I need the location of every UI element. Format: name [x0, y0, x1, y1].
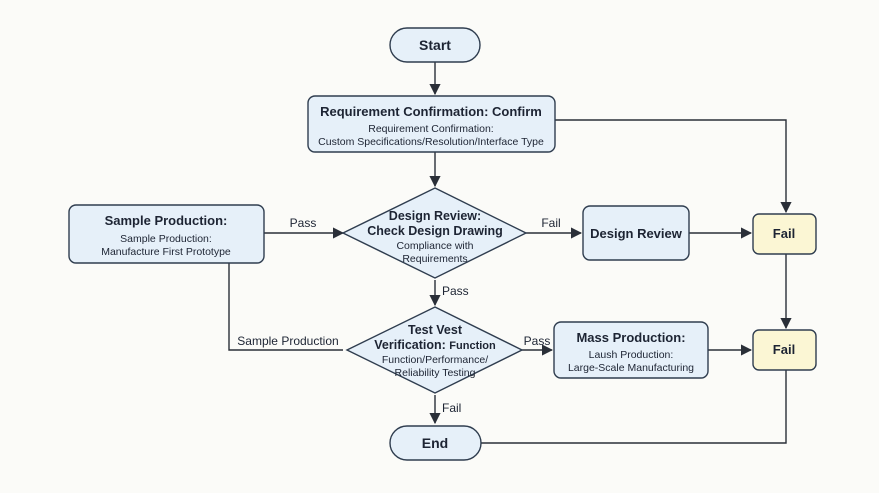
label-test-to-end: Fail: [442, 401, 461, 415]
design-review-box-label: Design Review: [590, 226, 683, 241]
requirement-title: Requirement Confirmation: Confirm: [320, 104, 542, 119]
review-line2: Requirements: [402, 253, 467, 265]
node-start: Start: [389, 27, 481, 63]
start-label: Start: [419, 37, 451, 53]
sample-line2: Manufacture First Prototype: [101, 246, 231, 258]
fail-top-label: Fail: [773, 226, 795, 241]
label-test-to-mass: Pass: [524, 334, 551, 348]
edge-sample-down-to-test: [228, 263, 343, 351]
test-title1: Test Vest: [408, 323, 463, 337]
sample-line1: Sample Production:: [120, 233, 212, 245]
label-review-to-box: Fail: [541, 216, 560, 230]
node-design-review-decision: Design Review: Check Design Drawing Comp…: [341, 187, 528, 279]
test-title2: Verification: Function: [374, 338, 496, 352]
test-line1: Function/Performance/: [382, 354, 488, 366]
node-fail-top: Fail: [752, 213, 817, 255]
review-line1: Compliance with: [396, 240, 473, 252]
label-sample-to-review: Pass: [290, 216, 317, 230]
edges: [228, 62, 792, 444]
mass-title: Mass Production:: [576, 330, 685, 345]
edge-labels: Pass Fail Pass Sample Production Pass Fa…: [237, 216, 560, 415]
requirement-line2: Custom Specifications/Resolution/Interfa…: [318, 136, 544, 148]
node-design-review-box: Design Review: [582, 205, 690, 261]
node-test-verification-decision: Test Vest Verification: Function Functio…: [345, 306, 524, 394]
test-title2b: Function: [449, 340, 496, 352]
mass-line1: Laush Production:: [589, 349, 674, 361]
node-sample-production: Sample Production: Sample Production: Ma…: [68, 204, 265, 264]
node-requirement-confirmation: Requirement Confirmation: Confirm Requir…: [307, 95, 556, 153]
mass-line2: Large-Scale Manufacturing: [568, 362, 694, 374]
review-title1: Design Review:: [389, 209, 481, 223]
requirement-line1: Requirement Confirmation:: [368, 123, 493, 135]
edge-fail-bottom-to-end: [481, 370, 787, 444]
node-mass-production: Mass Production: Laush Production: Large…: [553, 321, 709, 379]
label-review-to-test: Pass: [442, 284, 469, 298]
end-label: End: [422, 435, 448, 451]
test-title2a: Verification:: [374, 338, 446, 352]
node-end: End: [389, 425, 482, 461]
review-title2: Check Design Drawing: [367, 224, 502, 238]
fail-bottom-label: Fail: [773, 342, 795, 357]
label-sample-path: Sample Production: [237, 334, 338, 348]
node-fail-bottom: Fail: [752, 329, 817, 371]
test-line2: Reliability Testing: [395, 367, 476, 379]
edge-requirement-to-fail-top: [555, 119, 792, 214]
sample-title: Sample Production:: [105, 213, 228, 228]
